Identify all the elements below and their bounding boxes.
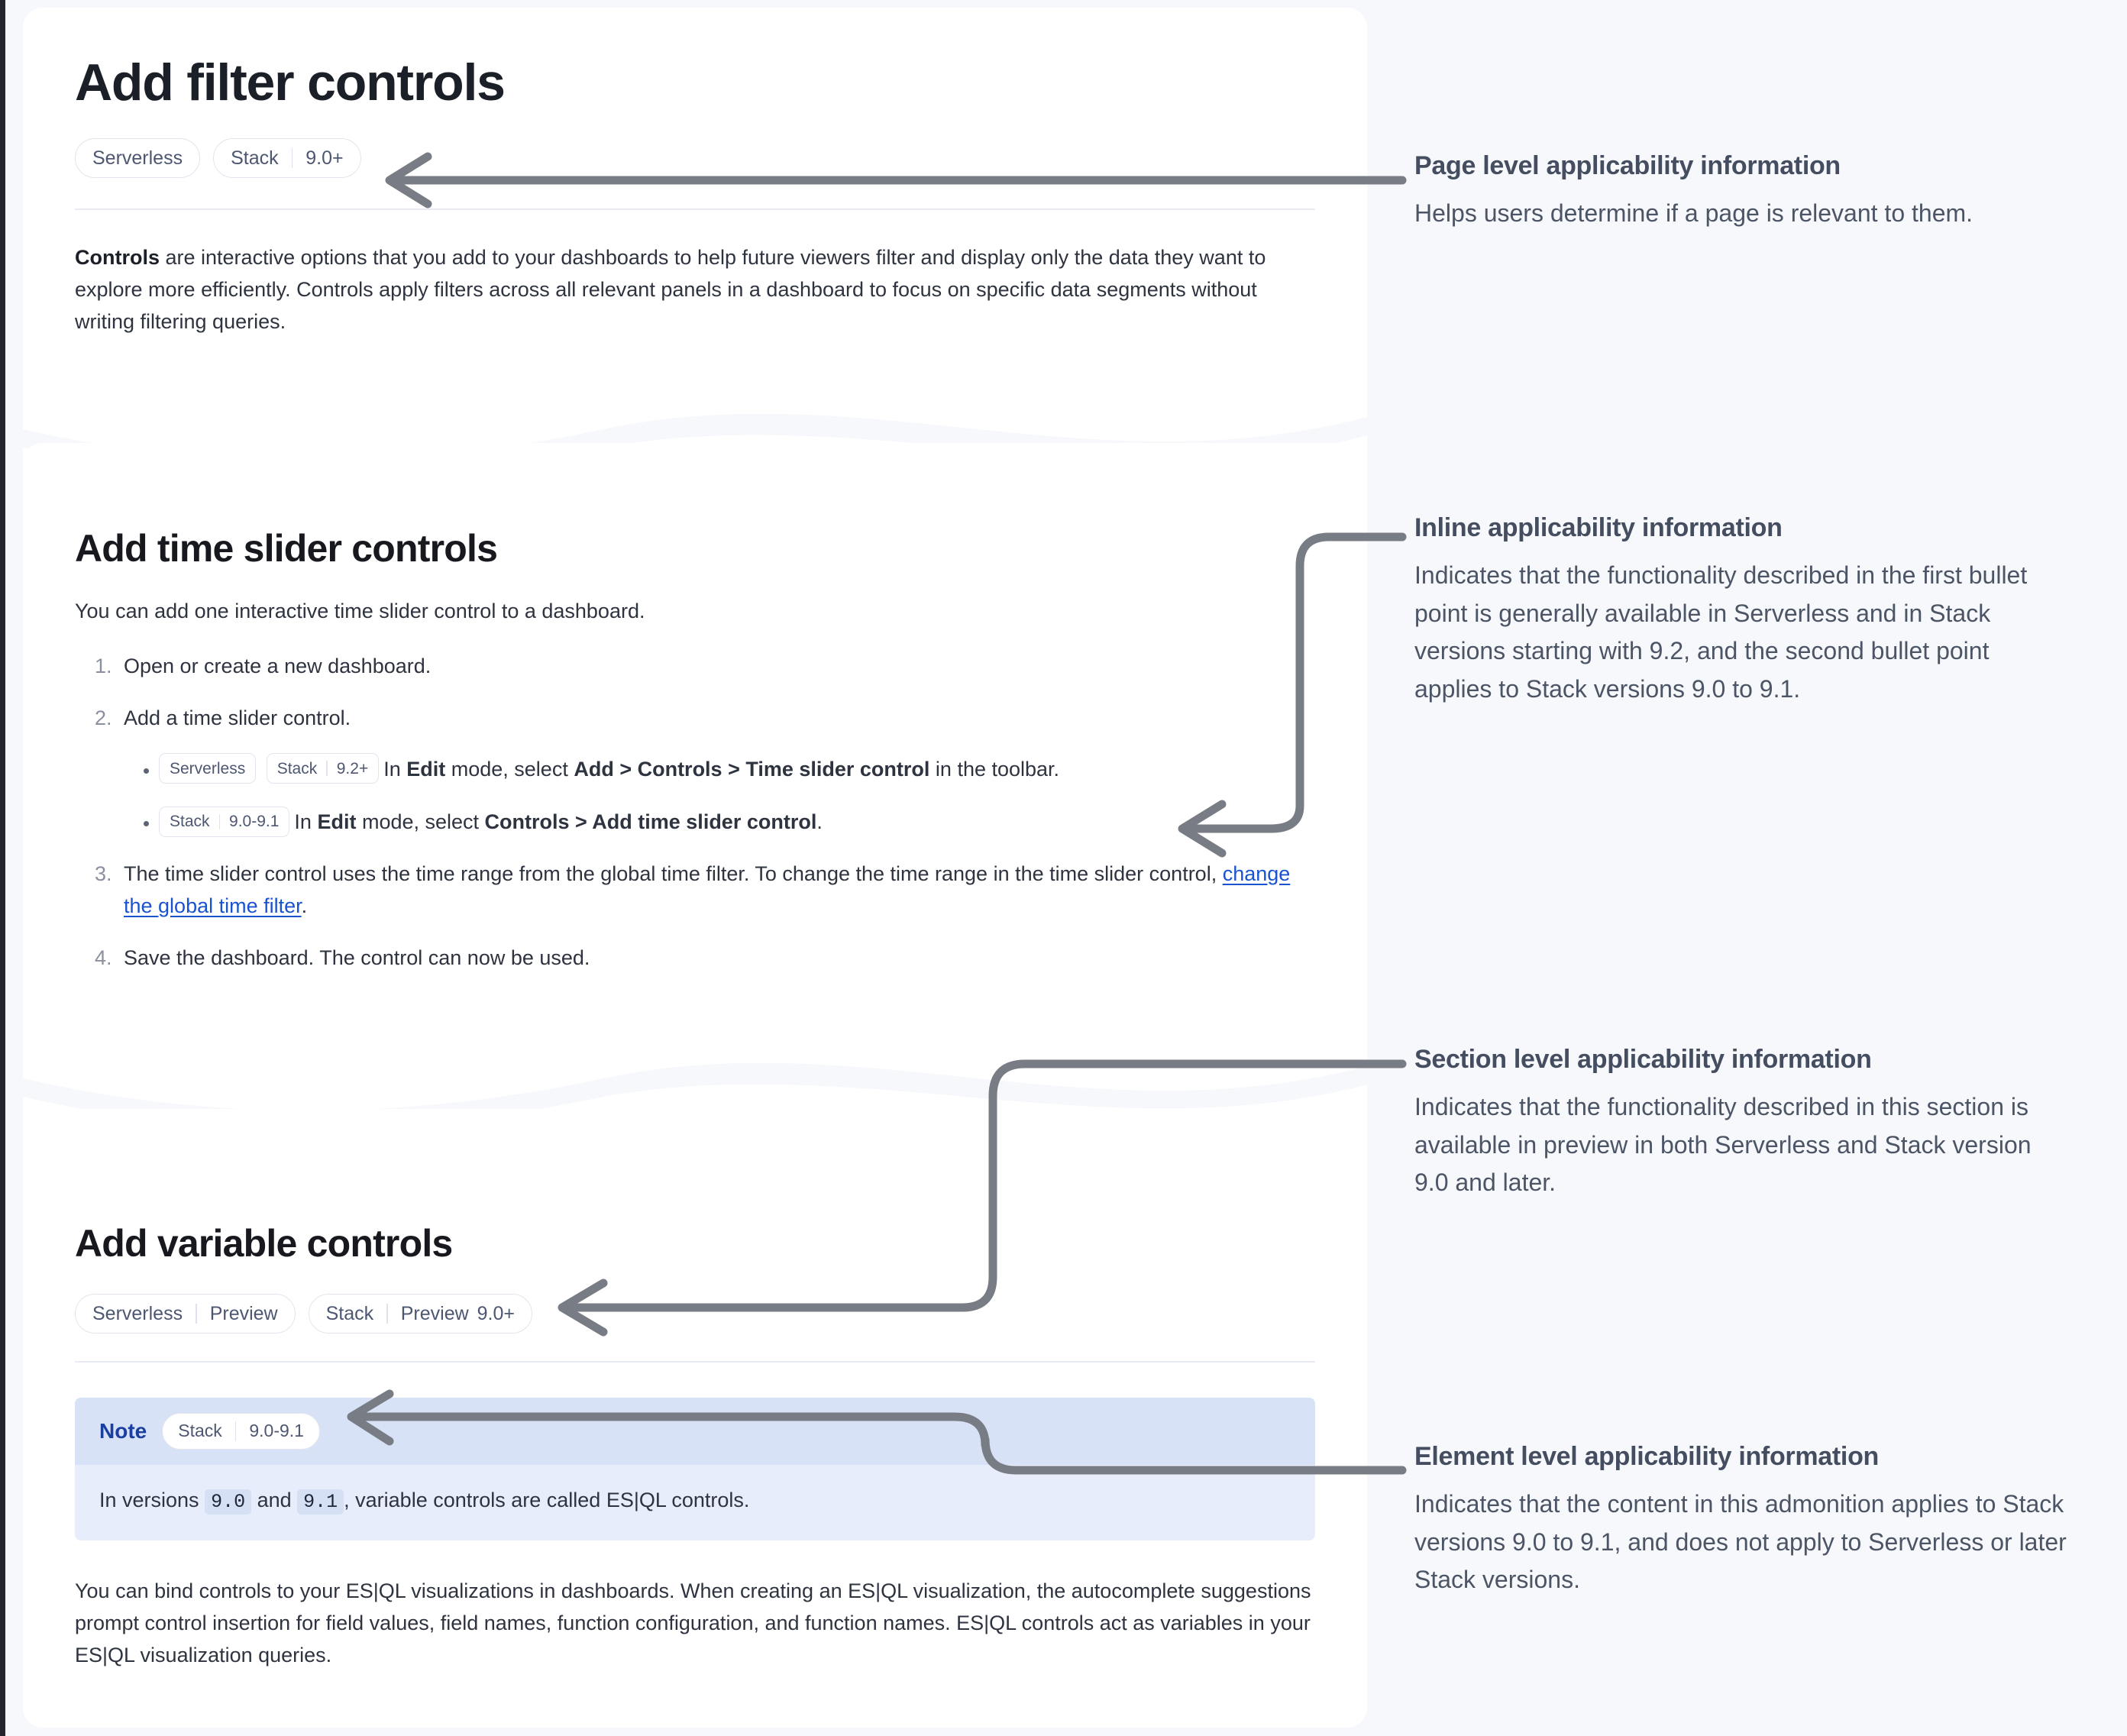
applicability-badge-serverless-preview[interactable]: Serverless Preview <box>75 1294 296 1334</box>
badge-product-label: Serverless <box>92 1302 183 1324</box>
applicability-badge-serverless[interactable]: Serverless <box>75 138 201 179</box>
badge-product-label: Stack <box>170 812 210 830</box>
badge-product-label: Stack <box>276 759 318 777</box>
badge-separator <box>234 1421 237 1441</box>
annotation-body: Helps users determine if a page is relev… <box>1414 199 1973 228</box>
variable-controls-section-panel: Add variable controls Serverless Preview… <box>23 1109 1367 1728</box>
annotation-section-level: Section level applicability information … <box>1414 1045 2067 1202</box>
badge-product-label: Serverless <box>92 147 183 169</box>
annotation-title: Page level applicability information <box>1414 151 1841 180</box>
bullet-text-bold: Controls > Add time slider control <box>484 810 817 833</box>
bullet-text: In <box>383 757 407 781</box>
applicability-badge-stack-note[interactable]: Stack 9.0-9.1 <box>162 1412 320 1450</box>
annotation-body: Indicates that the functionality describ… <box>1414 561 2028 703</box>
time-slider-section-panel: Add time slider controls You can add one… <box>23 443 1367 1062</box>
time-slider-step-list: Open or create a new dashboard. Add a ti… <box>75 651 1315 975</box>
badge-separator <box>218 813 221 829</box>
annotation-page-level: Page level applicability information Hel… <box>1414 151 2067 233</box>
section-applicability-badges: Serverless Preview Stack Preview 9.0+ <box>75 1294 1315 1334</box>
note-text: , variable controls are called ES|QL con… <box>344 1488 750 1511</box>
version-code-9-0: 9.0 <box>205 1489 252 1515</box>
badge-version-label: 9.0+ <box>477 1302 516 1324</box>
left-edge-rail <box>0 0 5 1736</box>
annotation-body: Indicates that the functionality describ… <box>1414 1093 2032 1197</box>
header-divider <box>75 209 1315 211</box>
annotation-column: Page level applicability information Hel… <box>1414 0 2087 1736</box>
global-time-filter-link[interactable]: change the global time filter <box>124 862 1291 917</box>
intro-lead-term: Controls <box>75 246 160 270</box>
inline-badge-serverless[interactable]: Serverless <box>159 753 257 784</box>
bullet-text: in the toolbar. <box>929 757 1060 781</box>
bullet-text: mode, select <box>356 810 485 833</box>
annotation-body: Indicates that the content in this admon… <box>1414 1490 2067 1594</box>
time-slider-variant-bullets: Serverless Stack 9.2+ In Edit mode, sele… <box>124 753 1315 839</box>
bullet-text-bold: Add > Controls > Time slider control <box>574 757 930 781</box>
variable-controls-paragraph: You can bind controls to your ES|QL visu… <box>75 1579 1311 1666</box>
list-item: Serverless Stack 9.2+ In Edit mode, sele… <box>159 753 1315 786</box>
note-admonition-body: In versions 9.0 and 9.1, variable contro… <box>75 1465 1315 1541</box>
version-code-9-1: 9.1 <box>297 1489 344 1515</box>
section-intro-time-slider: You can add one interactive time slider … <box>75 600 645 622</box>
badge-product-label: Stack <box>325 1302 374 1324</box>
step-text-suffix: . <box>301 894 308 917</box>
badge-separator <box>291 148 293 169</box>
annotation-title: Section level applicability information <box>1414 1045 1872 1074</box>
section-title-variable-controls: Add variable controls <box>75 1222 453 1265</box>
list-item: Open or create a new dashboard. <box>118 651 1315 683</box>
bullet-text-bold: Edit <box>317 810 357 833</box>
list-item: Save the dashboard. The control can now … <box>118 942 1315 975</box>
badge-lifecycle-label: Preview <box>209 1302 278 1324</box>
page-title: Add filter controls <box>75 53 506 112</box>
badge-separator <box>196 1304 197 1324</box>
annotation-inline-level: Inline applicability information Indicat… <box>1414 513 2067 708</box>
intro-rest-text: are interactive options that you add to … <box>75 246 1266 333</box>
badge-lifecycle-label: Preview <box>400 1302 469 1324</box>
page-header-panel: Add filter controls Serverless Stack 9.0… <box>23 8 1367 412</box>
documentation-column: Add filter controls Serverless Stack 9.0… <box>23 0 1367 1736</box>
bullet-text: In <box>294 810 318 833</box>
annotation-title: Inline applicability information <box>1414 513 1783 542</box>
applicability-badge-stack[interactable]: Stack 9.0+ <box>213 138 361 179</box>
applicability-badge-stack-preview[interactable]: Stack Preview 9.0+ <box>308 1294 533 1334</box>
note-label: Note <box>99 1418 147 1443</box>
badge-separator <box>386 1304 388 1324</box>
note-admonition-header: Note Stack 9.0-9.1 <box>75 1397 1315 1465</box>
badge-version-label: 9.2+ <box>336 759 369 777</box>
annotation-title: Element level applicability information <box>1414 1442 1880 1471</box>
badge-product-label: Stack <box>178 1421 222 1441</box>
step-text: Add a time slider control. <box>124 706 351 729</box>
bullet-text-bold: Edit <box>406 757 446 781</box>
badge-version-label: 9.0-9.1 <box>229 812 280 830</box>
badge-separator <box>326 761 328 777</box>
list-item: Stack 9.0-9.1 In Edit mode, select Contr… <box>159 806 1315 839</box>
bullet-text: mode, select <box>445 757 574 781</box>
section-title-time-slider: Add time slider controls <box>75 527 498 570</box>
list-item: The time slider control uses the time ra… <box>118 858 1315 923</box>
inline-badge-stack[interactable]: Stack 9.2+ <box>266 753 380 784</box>
inline-badge-stack[interactable]: Stack 9.0-9.1 <box>159 806 290 837</box>
note-text: and <box>251 1488 298 1511</box>
note-admonition: Note Stack 9.0-9.1 In versions 9.0 and 9… <box>75 1397 1315 1541</box>
step-text: The time slider control uses the time ra… <box>124 862 1223 885</box>
badge-product-label: Stack <box>231 147 279 169</box>
badge-version-label: 9.0+ <box>305 147 344 169</box>
note-text: In versions <box>99 1488 205 1511</box>
intro-paragraph: Controls are interactive options that yo… <box>75 242 1315 338</box>
badge-product-label: Serverless <box>170 759 246 777</box>
section-divider <box>75 1361 1315 1363</box>
page-applicability-badges: Serverless Stack 9.0+ <box>75 138 1315 179</box>
annotation-element-level: Element level applicability information … <box>1414 1442 2067 1599</box>
badge-version-label: 9.0-9.1 <box>249 1421 304 1441</box>
list-item: Add a time slider control. Serverless St… <box>118 703 1315 839</box>
step-text: Open or create a new dashboard. <box>124 654 432 677</box>
step-text: Save the dashboard. The control can now … <box>124 946 590 969</box>
bullet-text: . <box>816 810 823 833</box>
